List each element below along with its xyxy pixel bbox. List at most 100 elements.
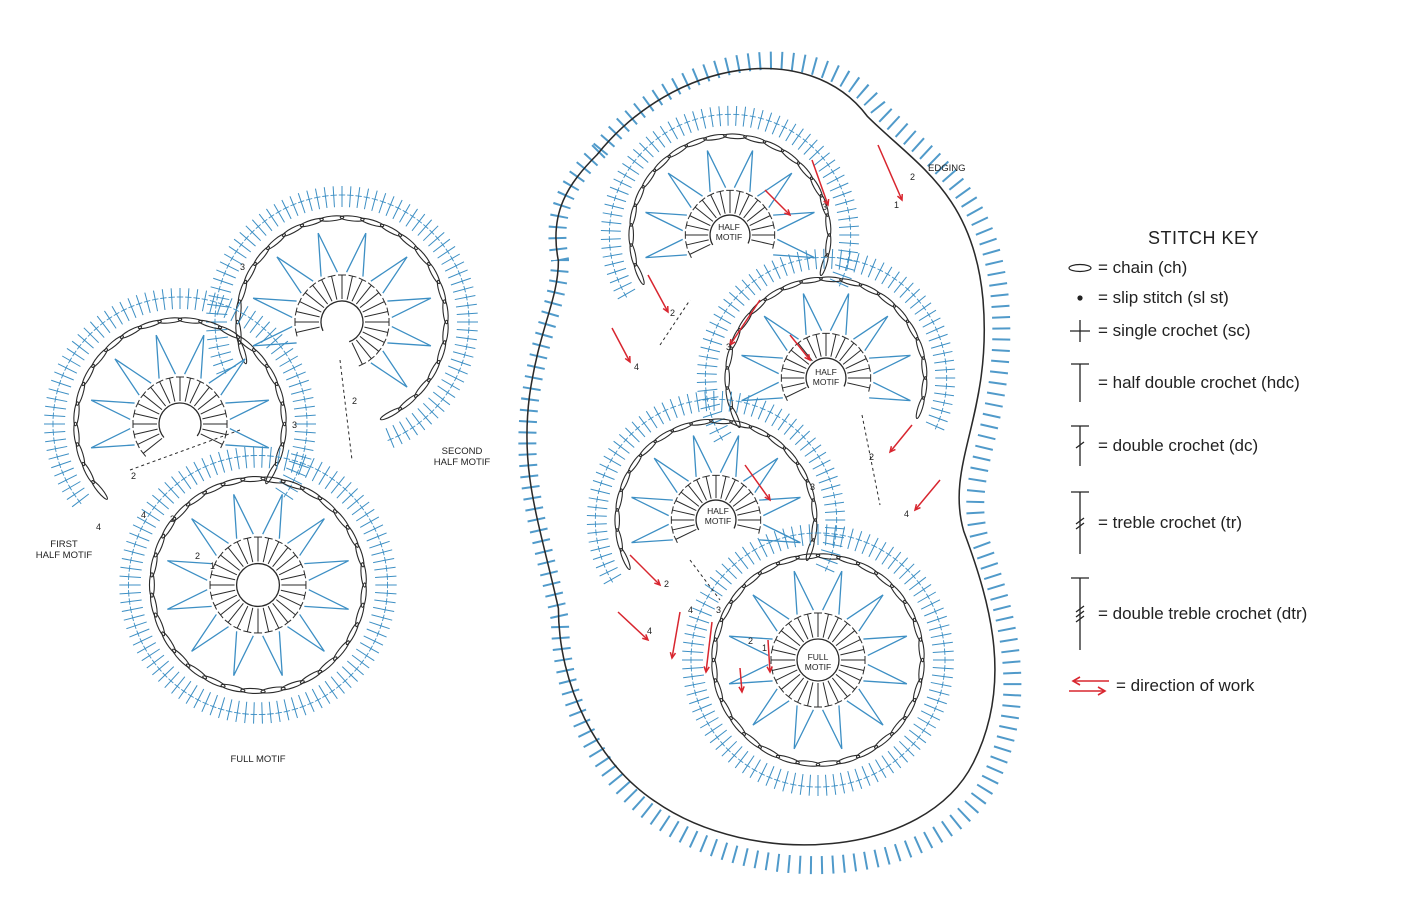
inner-stitch	[276, 554, 296, 571]
half-motif-label: MOTIF	[705, 516, 731, 526]
key-row-dc: = double crochet (dc)	[1062, 424, 1258, 468]
petal-chain	[645, 211, 687, 232]
edge-crossbar	[749, 115, 756, 118]
edge-crossbar	[758, 544, 765, 548]
inner-stitch-top	[264, 536, 273, 540]
edge-stitch	[239, 231, 256, 247]
petal-chain	[191, 518, 229, 556]
edge-stitch	[797, 133, 811, 150]
double-crochet-icon	[1062, 424, 1098, 468]
edge-stitch	[777, 413, 790, 431]
edge-crossbar	[623, 291, 628, 298]
edge-stitch	[931, 641, 953, 646]
direction-arrowhead	[823, 198, 830, 207]
round-number: 3	[716, 605, 721, 615]
edge-crossbar	[619, 179, 624, 186]
edge-stitch	[699, 717, 719, 729]
edge-crossbar	[751, 767, 758, 772]
inner-stitch-top	[386, 307, 390, 316]
edge-stitch	[411, 213, 426, 232]
inner-stitch	[211, 573, 236, 581]
edge-crossbar	[283, 457, 291, 460]
edge-crossbar	[833, 492, 836, 499]
edge-crossbar	[939, 689, 942, 697]
edge-crossbar	[301, 387, 304, 395]
edge-stitch	[293, 405, 315, 410]
chain-stitch	[317, 656, 338, 674]
round-number: 3	[726, 342, 731, 352]
edge-stitch	[132, 524, 153, 535]
edge-stitch	[742, 106, 747, 127]
inner-stitch	[159, 381, 171, 404]
edge-stitch	[764, 112, 773, 132]
edge-crossbar	[610, 211, 613, 218]
edge-stitch	[289, 196, 299, 216]
edge-crossbar	[839, 783, 847, 786]
edge-stitch	[590, 545, 611, 552]
inner-stitch	[780, 630, 801, 647]
edge-stitch	[288, 460, 309, 469]
edge-stitch	[601, 221, 622, 225]
edge-stitch	[44, 431, 66, 434]
edge-stitch	[808, 145, 825, 161]
edge-crossbar	[845, 258, 852, 261]
inner-stitch	[267, 541, 280, 565]
edge-stitch	[709, 107, 714, 128]
inner-stitch	[835, 337, 846, 359]
chain-stitch	[75, 442, 86, 467]
inner-stitch-top	[770, 645, 774, 654]
edge-stitch	[201, 290, 208, 312]
edge-crossbar	[226, 262, 230, 269]
edge-crossbar	[139, 525, 144, 532]
edge-crossbar	[641, 420, 647, 426]
edge-stitch	[909, 295, 926, 309]
edge-stitch	[371, 190, 378, 212]
edge-crossbar	[128, 305, 135, 309]
edge-crossbar	[249, 229, 255, 235]
edge-stitch	[57, 474, 78, 485]
edge-stitch	[363, 188, 370, 210]
edge-crossbar	[225, 305, 232, 309]
petal-chain	[743, 457, 779, 493]
edge-stitch	[898, 563, 915, 580]
edge-crossbar	[602, 472, 606, 479]
edge-crossbar	[395, 434, 402, 438]
petal-chain	[752, 594, 790, 632]
edge-crossbar	[921, 305, 927, 311]
edge-crossbar	[863, 541, 870, 545]
edge-stitch	[268, 701, 272, 724]
edge-crossbar	[54, 445, 57, 453]
edge-stitch	[723, 298, 740, 312]
edge-crossbar	[727, 399, 734, 402]
edge-crossbar	[209, 300, 217, 303]
key-label: = double treble crochet (dtr)	[1098, 604, 1308, 623]
edge-stitch	[632, 148, 649, 163]
edge-stitch	[385, 428, 395, 448]
edge-stitch	[920, 710, 941, 721]
edge-crossbar	[56, 453, 59, 461]
edge-stitch	[448, 269, 468, 279]
key-row-single-crochet: = single crochet (sc)	[1062, 318, 1251, 344]
edge-stitch	[324, 680, 338, 700]
chain-stitch	[317, 496, 338, 514]
inner-stitch-top	[794, 340, 802, 346]
edge-stitch	[206, 329, 228, 332]
edge-stitch	[417, 408, 433, 425]
edge-stitch	[832, 190, 852, 199]
edge-stitch	[783, 418, 797, 435]
edge-crossbar	[307, 464, 314, 469]
direction-arrowhead	[888, 445, 896, 454]
edge-stitch	[794, 430, 811, 446]
inner-stitch	[788, 622, 805, 643]
edge-stitch	[599, 566, 618, 577]
inner-stitch	[780, 673, 801, 690]
petal-chain	[869, 381, 911, 402]
inner-stitch	[200, 403, 223, 415]
edge-stitch	[893, 557, 909, 574]
edge-crossbar	[743, 402, 750, 405]
edge-crossbar	[848, 215, 851, 222]
direction-arrowhead	[703, 666, 710, 674]
edge-stitch	[604, 260, 625, 267]
edge-crossbar	[283, 710, 291, 713]
chain-stitch	[81, 363, 95, 387]
